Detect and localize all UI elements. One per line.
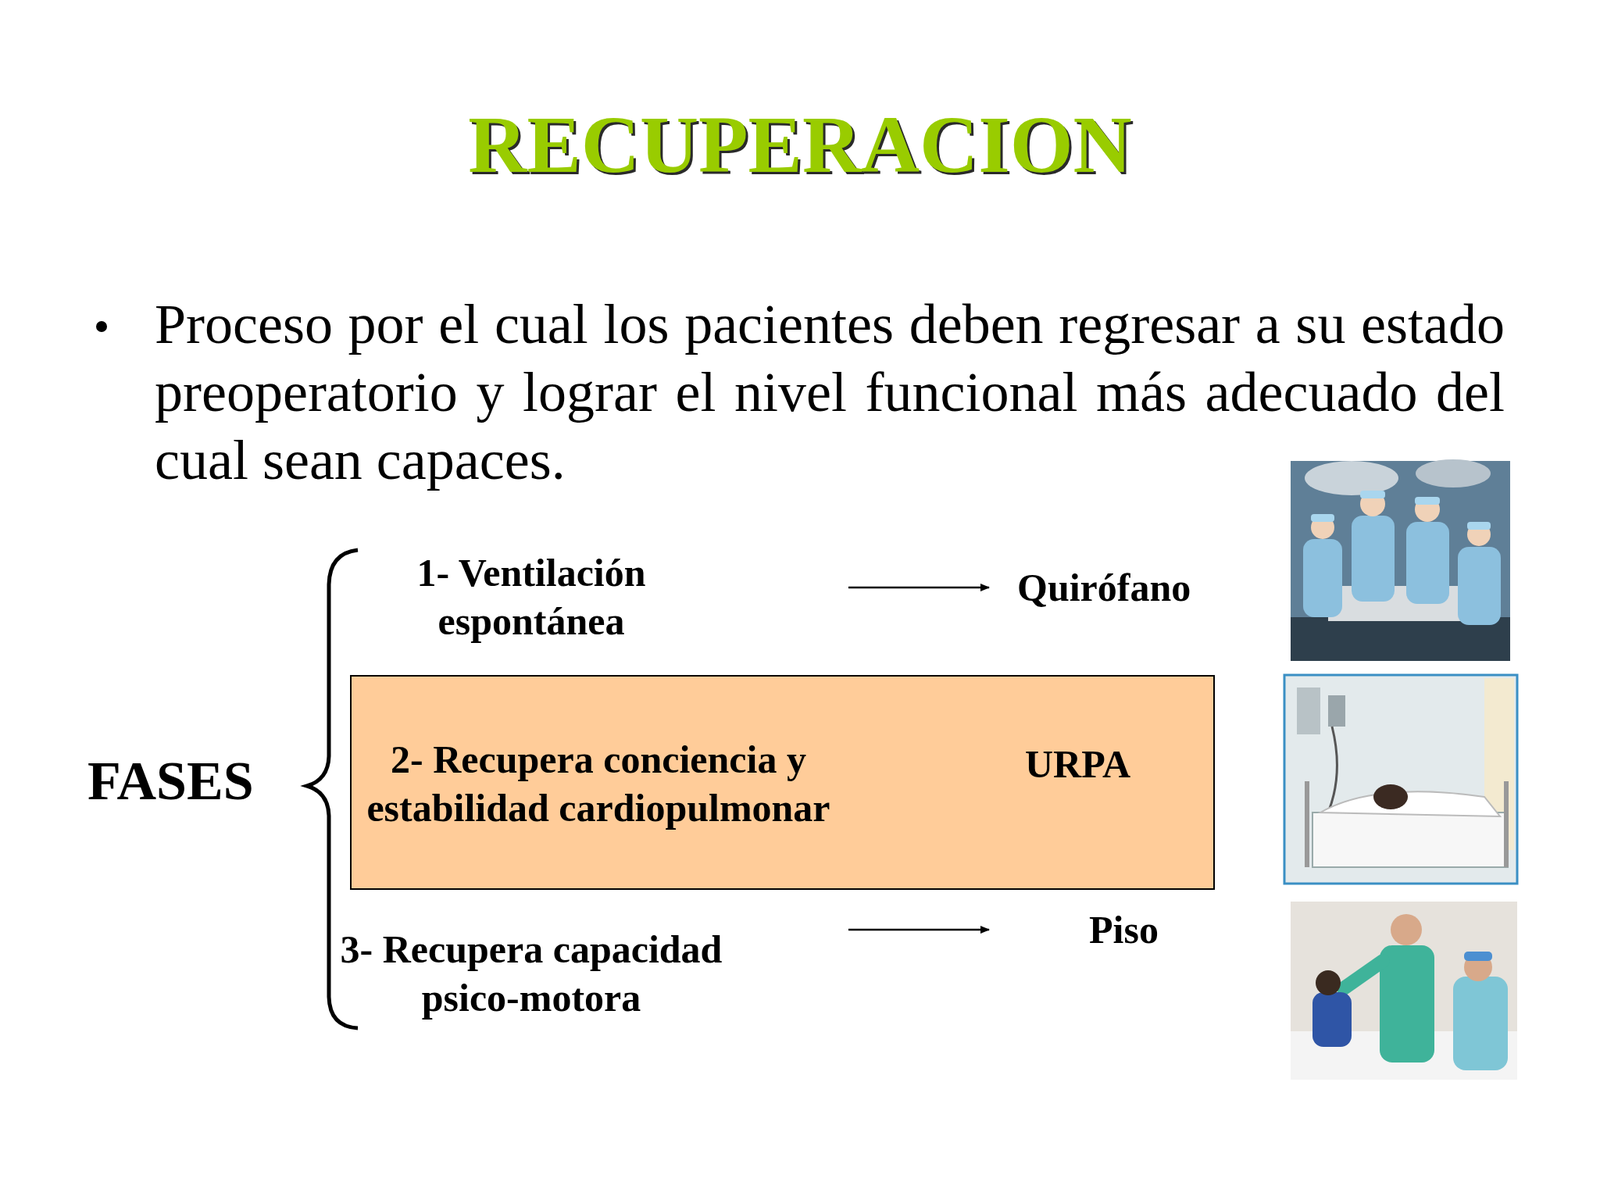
- recovery-room-photo: [1284, 675, 1518, 884]
- location-text: Piso: [989, 905, 1159, 954]
- arrow-connector: [848, 928, 990, 932]
- location-text: URPA: [990, 739, 1131, 789]
- phase-text: 1- Ventilación espontánea: [218, 548, 844, 646]
- highlight-box: 2- Recupera conciencia y estabilidad car…: [350, 675, 1215, 890]
- phase-text: 2- Recupera conciencia y estabilidad car…: [356, 735, 841, 833]
- ward-photo: [1290, 901, 1518, 1080]
- phase-label: 1- Ventilación espontánea: [359, 548, 704, 646]
- phases-label: FASES: [87, 746, 254, 817]
- phase-text: 3- Recupera capacidad psico-motora: [218, 925, 844, 1022]
- location-label: URPA: [1025, 739, 1131, 789]
- operating-room-photo: [1290, 459, 1511, 661]
- arrow-connector: [848, 586, 990, 590]
- title-text: RECUPERACION: [0, 93, 1600, 196]
- phase-label: 3- Recupera capacidad psico-motora: [296, 925, 766, 1022]
- location-label: Quirófano: [1017, 563, 1191, 612]
- definition-text: Proceso por el cual los pacientes deben …: [154, 290, 1505, 495]
- location-label: Piso: [1089, 905, 1159, 954]
- location-text: Quirófano: [989, 563, 1191, 612]
- phase-label: 2- Recupera conciencia y estabilidad car…: [356, 735, 841, 833]
- bullet-dot: [96, 321, 108, 333]
